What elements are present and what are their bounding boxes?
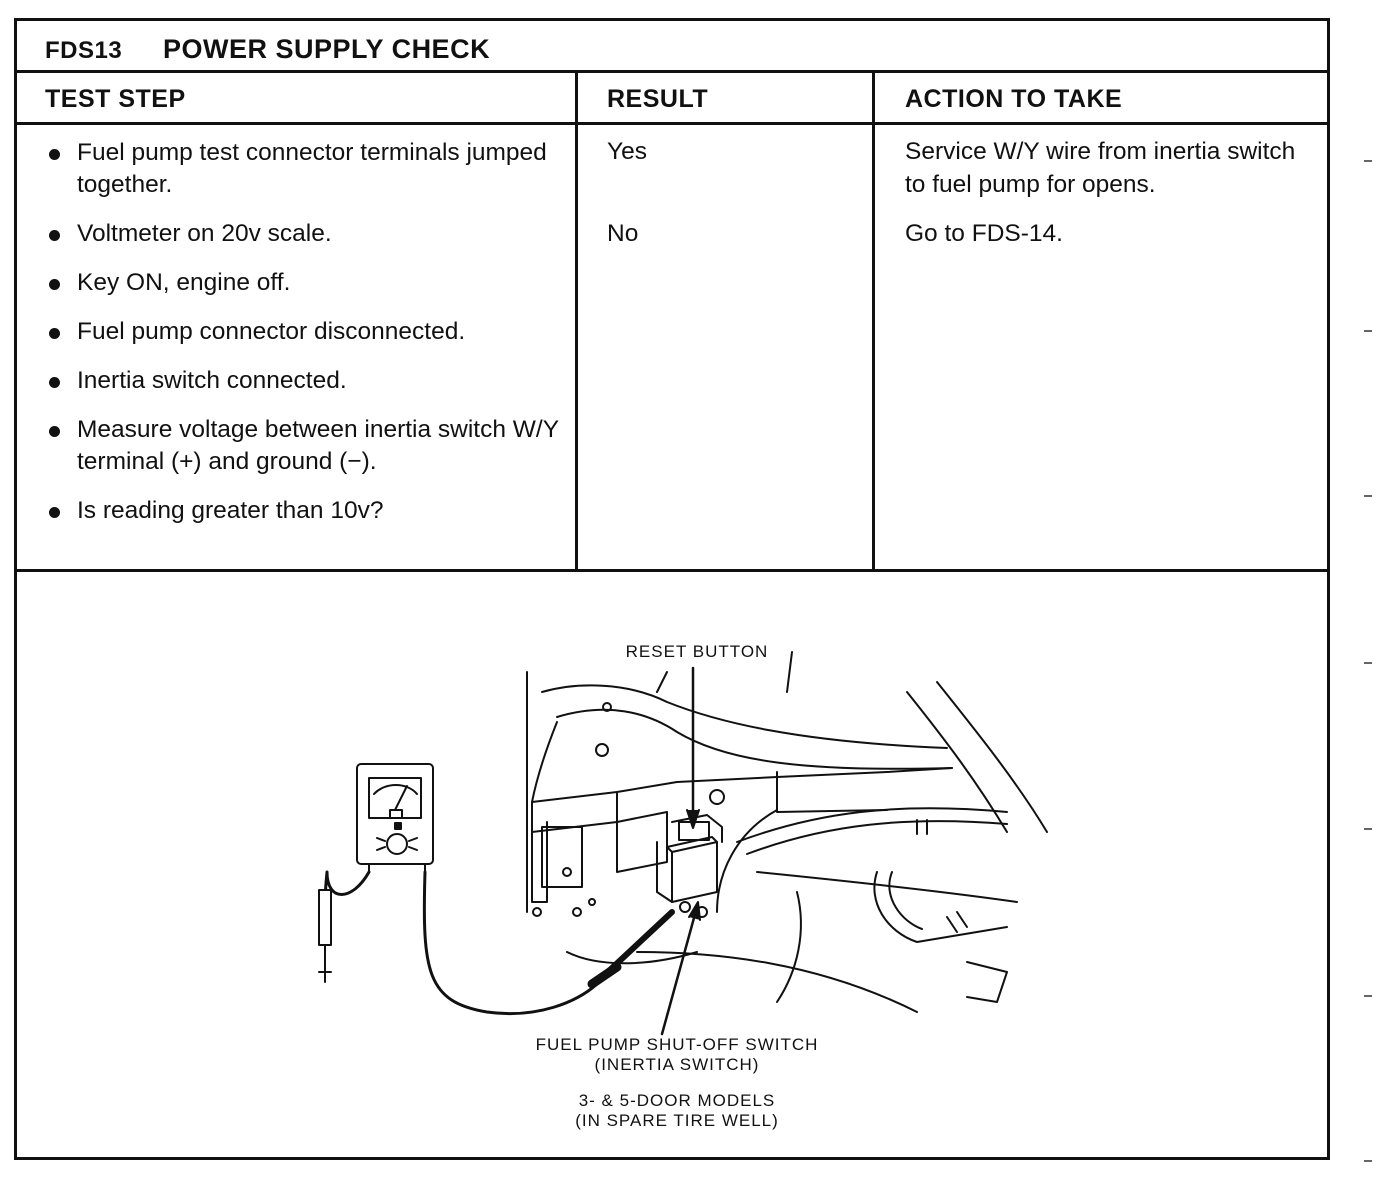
- column-divider: [575, 73, 578, 572]
- margin-mark: [1364, 662, 1372, 664]
- test-step-item: Is reading greater than 10v?: [45, 495, 565, 527]
- models-label-line1: 3- & 5-DOOR MODELS: [578, 1091, 776, 1110]
- table-bottom-rule: [17, 569, 1327, 572]
- margin-mark: [1364, 330, 1372, 332]
- test-step-item: Fuel pump connector disconnected.: [45, 316, 565, 348]
- test-step-item: Key ON, engine off.: [45, 267, 565, 299]
- header-action: ACTION TO TAKE: [905, 85, 1123, 113]
- title-row: FDS13 POWER SUPPLY CHECK: [17, 21, 1327, 73]
- procedure-sheet: FDS13 POWER SUPPLY CHECK TEST STEP RESUL…: [14, 18, 1330, 1160]
- test-step-item: Inertia switch connected.: [45, 365, 565, 397]
- header-result: RESULT: [607, 85, 709, 113]
- test-step-item: Fuel pump test connector terminals jumpe…: [45, 137, 565, 201]
- reset-button-label: RESET BUTTON: [625, 642, 769, 661]
- models-label-line2: (IN SPARE TIRE WELL): [575, 1111, 779, 1130]
- column-divider: [872, 73, 875, 572]
- figure-panel: RESET BUTTON FUEL PUMP SHUT-OFF SWITCH (…: [17, 572, 1327, 1157]
- test-step-item: Measure voltage between inertia switch W…: [45, 414, 565, 478]
- margin-mark: [1364, 160, 1372, 162]
- result-yes: Yes: [607, 138, 647, 165]
- test-step-list: Fuel pump test connector terminals jumpe…: [45, 137, 565, 544]
- switch-label-line2: (INERTIA SWITCH): [594, 1055, 760, 1074]
- inertia-switch-illustration: [318, 651, 1048, 1036]
- action-no: Go to FDS-14.: [905, 220, 1063, 247]
- action-yes: Service W/Y wire from inertia switch to …: [905, 138, 1296, 198]
- column-header-row: TEST STEP RESULT ACTION TO TAKE: [17, 73, 1327, 125]
- margin-mark: [1364, 828, 1372, 830]
- procedure-title: POWER SUPPLY CHECK: [163, 34, 491, 64]
- margin-mark: [1364, 1160, 1372, 1162]
- header-test-step: TEST STEP: [45, 85, 186, 113]
- procedure-code: FDS13: [45, 37, 123, 64]
- result-no: No: [607, 220, 639, 247]
- test-step-item: Voltmeter on 20v scale.: [45, 218, 565, 250]
- switch-label-line1: FUEL PUMP SHUT-OFF SWITCH: [535, 1035, 819, 1054]
- margin-mark: [1364, 995, 1372, 997]
- margin-mark: [1364, 495, 1372, 497]
